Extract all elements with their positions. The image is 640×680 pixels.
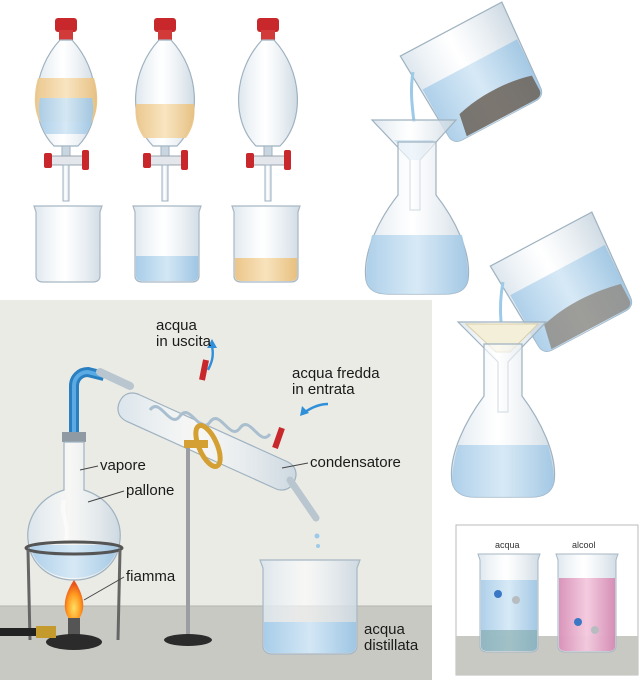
distillate-beaker [259,559,361,655]
leader-pallone [87,490,125,503]
leader-fiamma [83,576,125,601]
inlet-arrow-icon [304,402,329,414]
tripod-and-burner [0,540,124,650]
outlet-arrow-icon [206,345,214,371]
water-outlet-tube [199,359,209,381]
clamp-stand [164,423,223,646]
filtration-setup-1 [364,1,543,295]
label-pallone: pallone [126,482,175,499]
label-fiamma: fiamma [126,568,176,585]
label-acqua-fredda-in-entrata: acqua fredda in entrata [292,365,380,398]
separatory-funnel-1 [34,18,98,202]
leader-condensatore [281,462,309,469]
label-inset-alcool: alcool [572,540,596,550]
beaker-3 [231,205,301,283]
separatory-funnel-3 [238,18,298,202]
leader-vapore [79,465,99,471]
beaker-1 [33,205,103,283]
miscibility-inset [455,524,639,676]
label-vapore: vapore [100,457,146,474]
label-acqua-distillata: acqua distillata [364,621,419,654]
label-condensatore: condensatore [310,454,401,471]
separatory-funnel-2 [135,18,195,202]
label-acqua-in-uscita: acqua in uscita [156,317,212,350]
filtration-setup-2 [450,211,633,498]
water-inlet-tube [272,427,285,449]
label-inset-acqua: acqua [495,540,520,550]
beaker-2 [132,205,202,283]
